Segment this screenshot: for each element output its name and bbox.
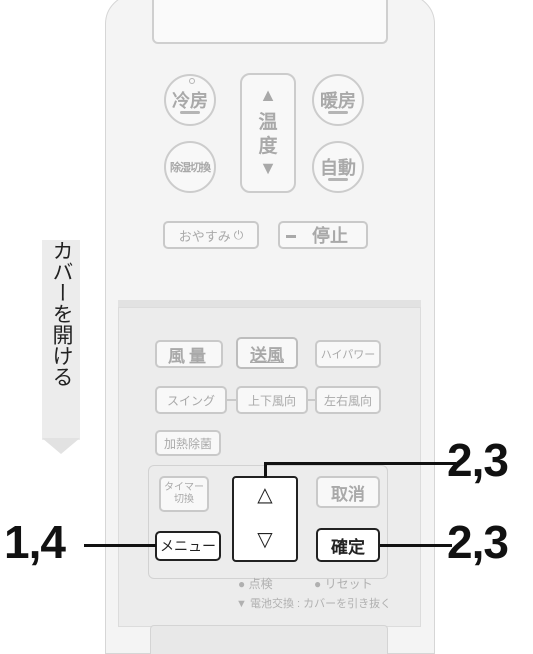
sleep-timer-icon: ⏻ [233,227,244,242]
temp-label-2: 度 [258,136,278,157]
connector-line [308,399,315,401]
air-direction-label: 送風 [250,345,284,365]
menu-button[interactable]: メニュー [155,531,221,561]
down-arrow-icon [42,438,80,454]
menu-button-group [148,465,388,579]
horizontal-air-label: 左右風向 [323,393,372,408]
air-direction-button[interactable]: 送風 [236,337,298,369]
side-label-band [42,240,80,440]
cover-edge [118,300,421,308]
check-note: ● 点検 [238,577,273,591]
auto-bar-icon [328,178,348,181]
menu-label: メニュー [160,538,216,554]
sleep-button[interactable]: おやすみ ⏻ [163,221,259,249]
confirm-button[interactable]: 確定 [316,528,380,562]
cancel-label: 取消 [331,484,365,504]
up-down-button[interactable]: △ ▽ [232,476,298,562]
battery-note: ▼ 電池交換 : カバーを引き抜く [236,598,392,610]
confirm-label: 確定 [331,537,365,557]
horizontal-air-button[interactable]: 左右風向 [315,386,381,414]
auto-button[interactable]: 自動 [312,141,364,193]
temp-up-icon[interactable]: ▲ [259,85,277,105]
leader-line-up-drop [264,462,267,478]
sleep-label: おやすみ [178,228,231,244]
connector-line [227,399,236,401]
dehumidify-label: 除湿切換 [170,162,211,174]
swing-button[interactable]: スイング [155,386,227,414]
dehumidify-button[interactable]: 除湿切換 [164,141,216,193]
leader-line-menu [84,544,156,547]
stop-label: 停止 [312,226,348,246]
cool-button[interactable]: 冷房 [164,74,216,126]
up-arrow-icon[interactable]: △ [257,484,273,506]
cool-bar-icon [180,111,200,114]
fan-volume-label: 風量 [168,346,210,366]
vertical-air-label: 上下風向 [247,393,296,408]
cool-indicator-icon [189,78,195,84]
high-power-label: ハイパワー [320,349,376,361]
leader-line-confirm [380,544,452,547]
stop-bar-icon [286,235,296,238]
timer-switch-button[interactable]: タイマー 切換 [159,476,209,512]
remote-display-window [152,0,388,44]
heat-button[interactable]: 暖房 [312,74,364,126]
heat-label: 暖房 [320,91,356,111]
step-label-confirm: 2,3 [447,516,509,568]
remote-bottom-edge [150,625,388,654]
temp-label-1: 温 [258,112,278,133]
auto-label: 自動 [320,158,356,178]
fan-volume-button[interactable]: 風量 [155,340,223,368]
cancel-button[interactable]: 取消 [316,476,380,508]
timer-label-line2: 切換 [174,494,194,505]
reset-note: ● リセット [314,577,373,591]
heat-dry-button[interactable]: 加熱除菌 [155,430,221,456]
heat-bar-icon [328,111,348,114]
leader-line-up [266,462,456,465]
temp-down-icon[interactable]: ▼ [259,158,277,178]
timer-label-line1: タイマー [164,482,204,493]
cool-label: 冷房 [172,91,208,111]
high-power-button[interactable]: ハイパワー [315,340,381,368]
step-label-up: 2,3 [447,434,509,486]
down-arrow-icon[interactable]: ▽ [257,529,273,551]
temperature-rocker[interactable]: ▲ 温 度 ▼ [240,73,296,193]
swing-label: スイング [166,393,215,408]
vertical-air-button[interactable]: 上下風向 [236,386,308,414]
open-cover-label: カバーを開ける [44,240,78,394]
stop-button[interactable]: 停止 [278,221,368,249]
heat-dry-label: 加熱除菌 [163,436,212,451]
step-label-menu: 1,4 [4,516,66,568]
open-cover-text: カバーを開ける [50,240,73,387]
